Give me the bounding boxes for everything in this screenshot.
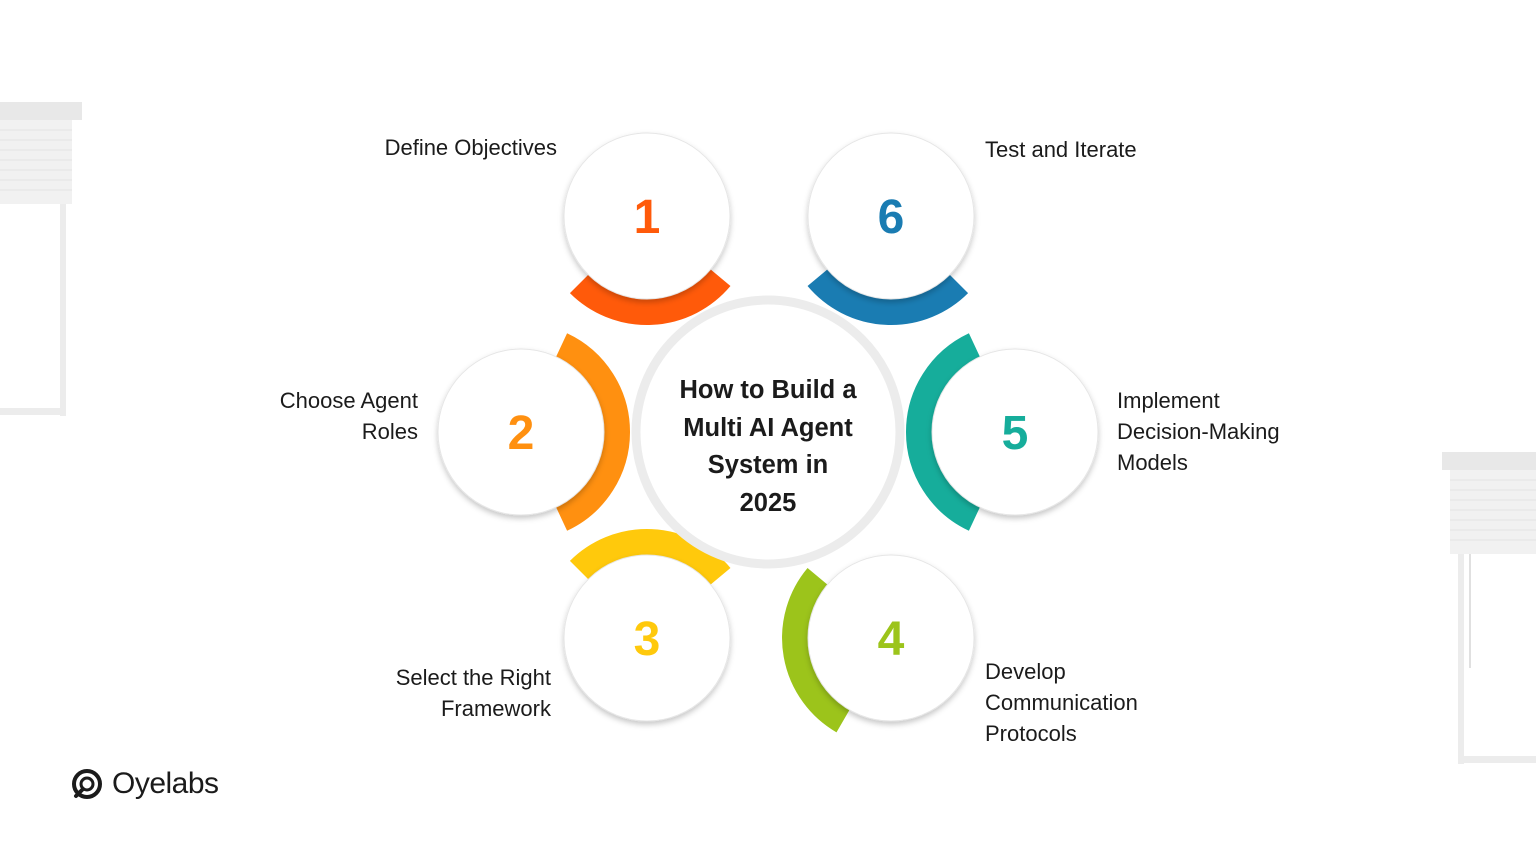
step-2-node: 2 (437, 348, 605, 516)
step-2-label: Choose Agent Roles (279, 388, 418, 444)
step-3-label: Select the Right Framework (395, 665, 551, 721)
step-4-circle (807, 554, 975, 722)
step-1-number: 1 (634, 191, 661, 244)
step-1-arc (569, 269, 731, 325)
step-5-number: 5 (1002, 407, 1029, 460)
window-blinds-right-decoration (1442, 452, 1536, 764)
brand-logo: Oyelabs (70, 764, 219, 804)
diagram-title: How to Build a Multi AI Agent System in … (679, 376, 857, 517)
step-3-number: 3 (634, 613, 661, 666)
step-6-label: Test and Iterate (985, 137, 1137, 162)
step-5-circle (931, 348, 1099, 516)
step-1-circle (563, 132, 731, 300)
step-4-label: Develop Communication Protocols (985, 659, 1138, 746)
step-3-arc (569, 529, 731, 585)
step-5-label: Implement Decision-Making Models (1117, 388, 1280, 475)
step-6-circle (807, 132, 975, 300)
step-4-arc (782, 567, 850, 733)
step-4-node: 4 (807, 554, 975, 722)
step-6-number: 6 (878, 191, 905, 244)
step-3-node: 3 (563, 554, 731, 722)
step-5-node: 5 (931, 348, 1099, 516)
step-6-arc (807, 269, 969, 325)
step-3-circle (563, 554, 731, 722)
oyelabs-logo-icon (72, 769, 102, 799)
step-6-node: 6 (807, 132, 975, 300)
step-1-label: Define Objectives (384, 135, 557, 160)
step-2-circle (437, 348, 605, 516)
step-5-arc (906, 333, 981, 531)
step-4-number: 4 (878, 613, 905, 666)
step-2-arc (555, 333, 630, 531)
step-2-number: 2 (508, 407, 535, 460)
window-blinds-left-decoration (0, 102, 82, 416)
center-hub-circle (631, 295, 905, 569)
step-1-node: 1 (563, 132, 731, 300)
brand-name: Oyelabs (112, 767, 219, 800)
